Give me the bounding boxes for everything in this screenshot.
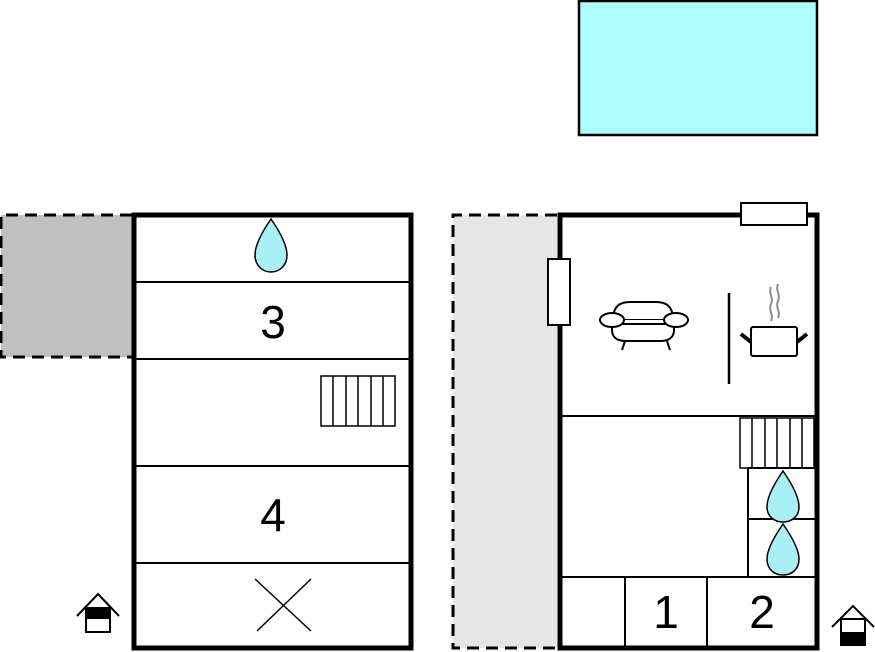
terrace-right-outline [451,213,557,650]
bottom-rooms [560,576,817,648]
entrance-house-icon [831,604,875,646]
room-label-3: 3 [260,296,286,348]
window [740,202,808,226]
stairs-icon [739,417,815,469]
room-label-1: 1 [653,586,679,638]
room-label-4: 4 [260,489,286,541]
window [547,258,571,326]
pool [577,0,819,137]
water-drop-icon [254,217,288,273]
upper-floor-outline [131,212,414,651]
water-drop-icon [766,522,800,576]
cooking-pot-icon [739,283,809,357]
terrace-left [1,215,132,357]
room-label-2: 2 [749,586,775,638]
sofa-icon [599,301,689,351]
stairs-icon [320,375,396,427]
cross-icon [254,578,312,632]
water-drop-icon [766,469,800,523]
entrance-house-icon [76,592,120,633]
terrace-right [453,215,557,648]
terrace-left-outline [0,213,132,359]
